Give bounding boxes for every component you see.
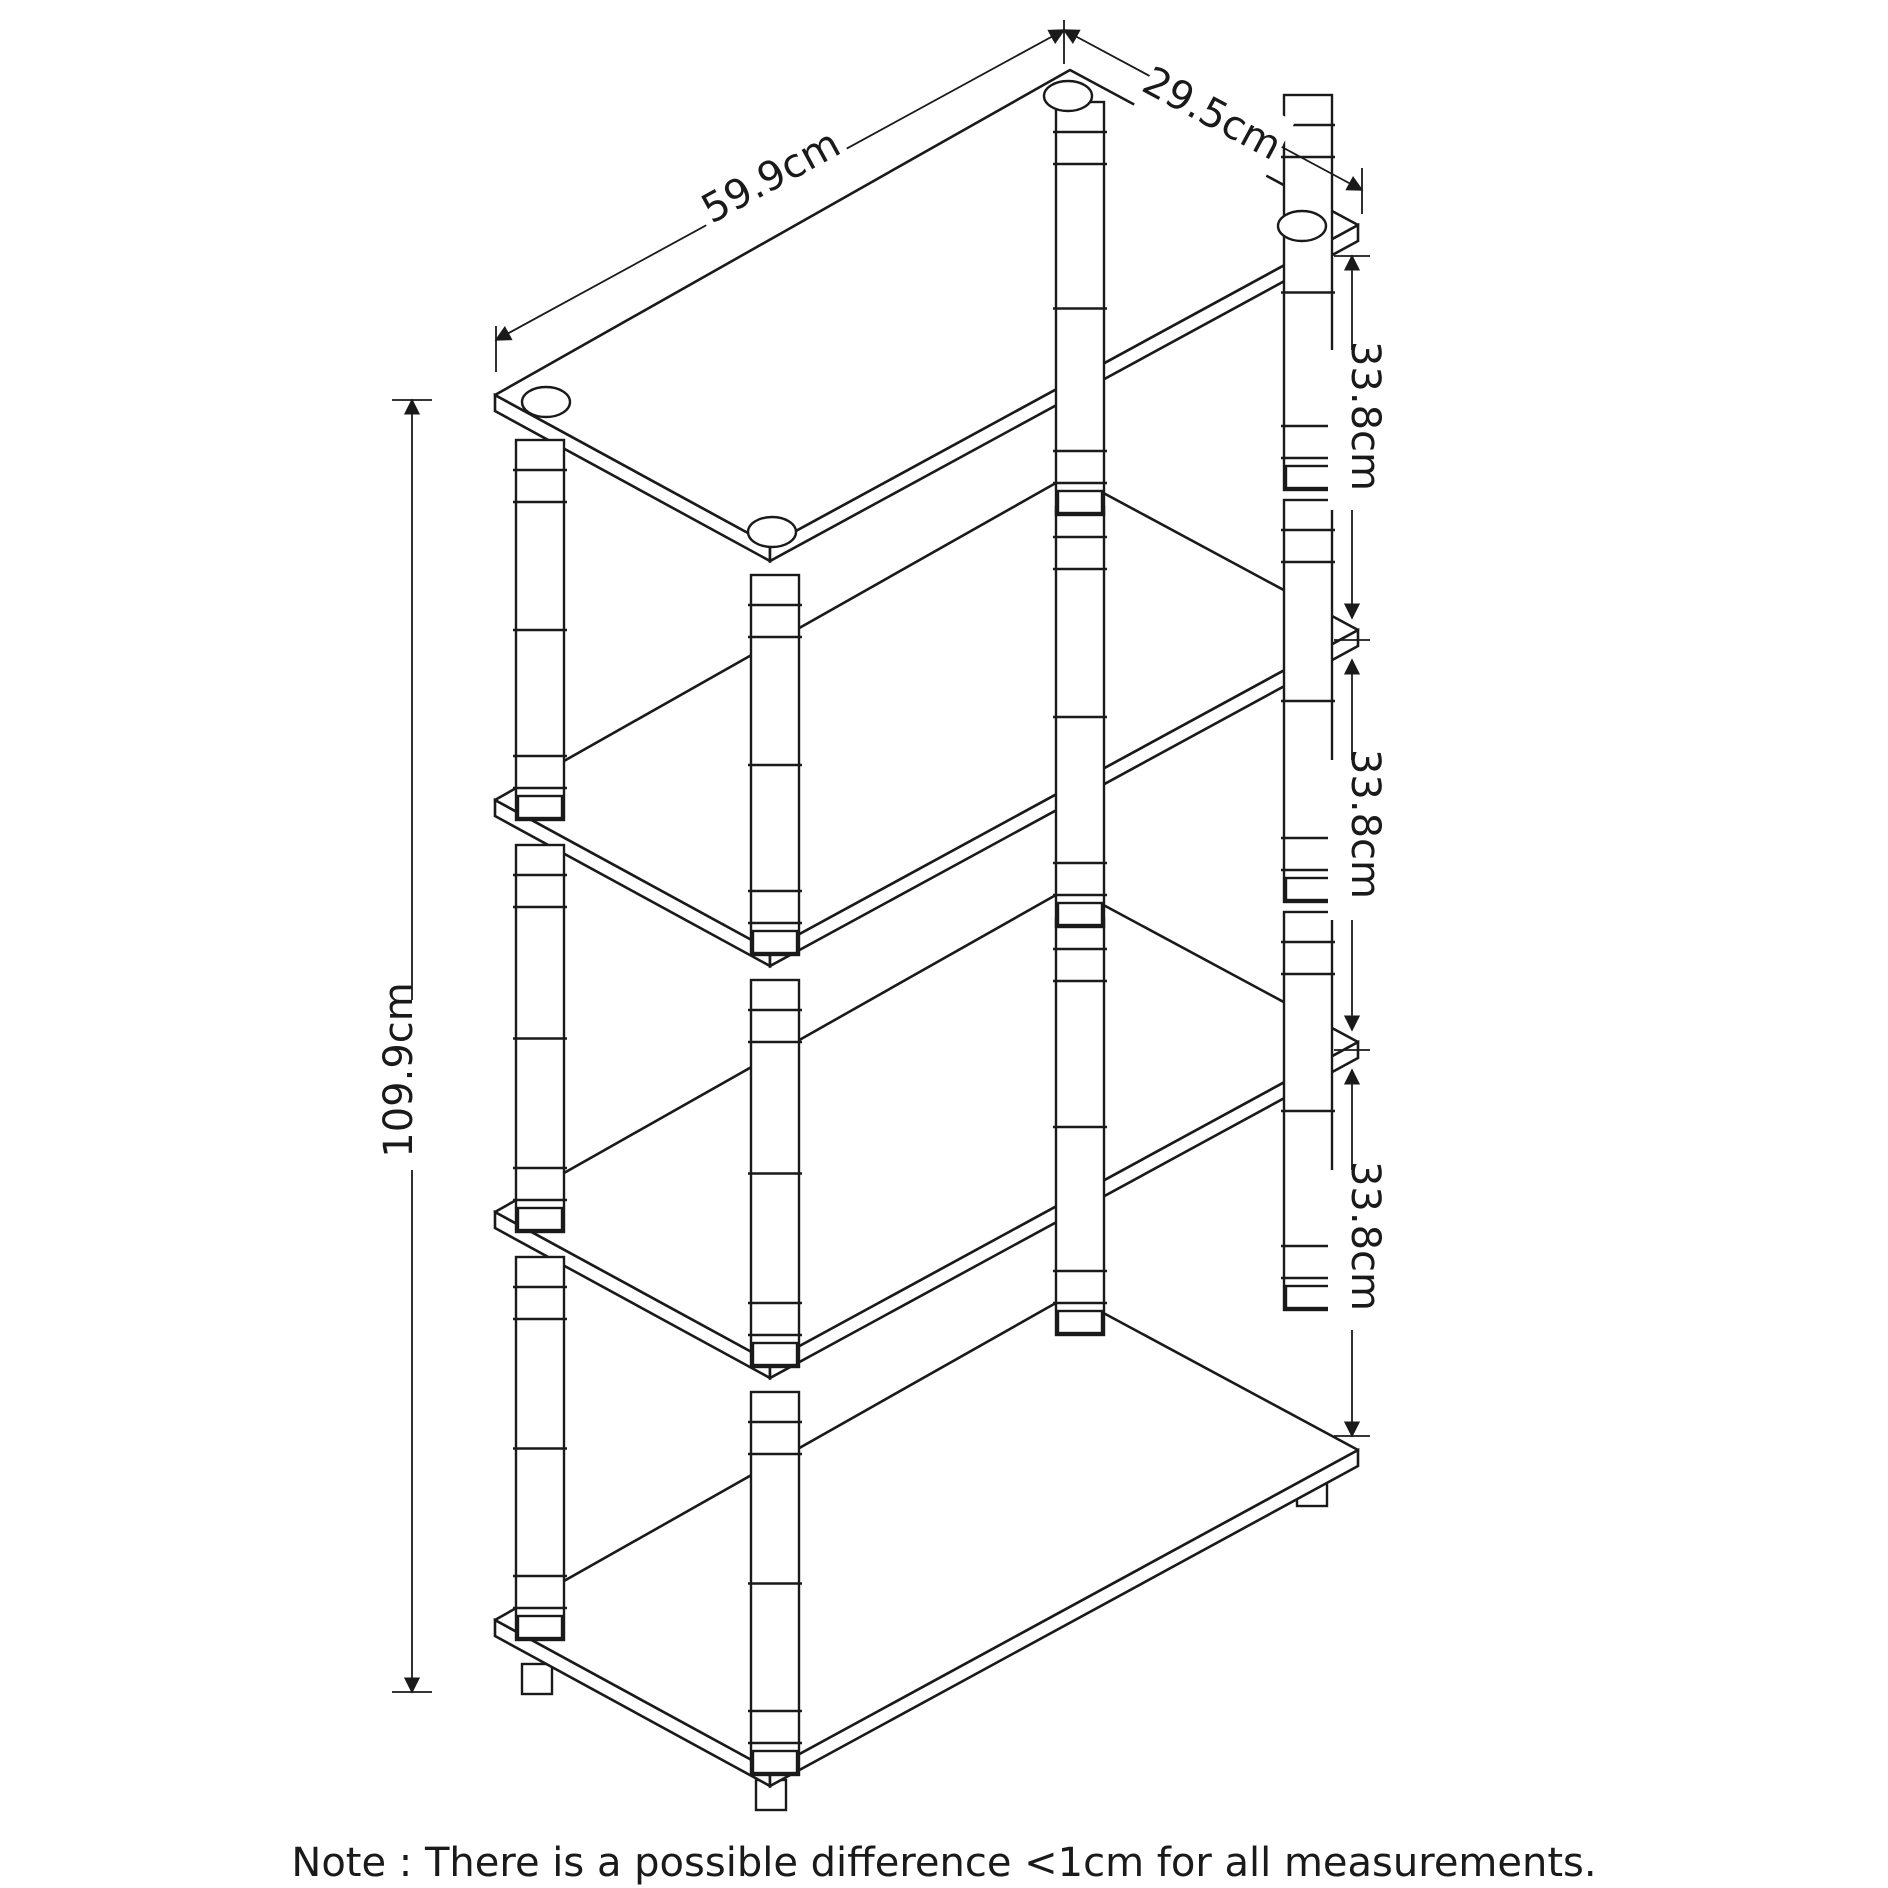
post-back-3-foot	[1056, 1309, 1104, 1335]
shelf-2-top-face	[493, 473, 1360, 952]
cap-left	[520, 385, 572, 419]
post-left-1-foot	[516, 794, 564, 820]
cap-right	[1276, 209, 1328, 243]
post-left-2-foot	[516, 1206, 564, 1232]
post-right-2-foot	[1284, 876, 1332, 902]
post-front-1-foot	[751, 929, 799, 955]
cap-front	[746, 515, 798, 549]
shelf-gap-2-label: 33.8cm	[1342, 749, 1388, 899]
post-front-3-foot	[751, 1749, 799, 1775]
post-left-3-foot	[516, 1614, 564, 1640]
total-height-label: 109.9cm	[376, 982, 422, 1157]
post-front-2-foot	[751, 1341, 799, 1367]
shelf-gap-dimensions: 33.8cm 33.8cm 33.8cm	[1328, 254, 1388, 1438]
shelf-4-top-face	[493, 1293, 1360, 1772]
shelf-3-top-face	[493, 885, 1360, 1364]
post-right-3-foot	[1284, 1284, 1332, 1310]
cap-back	[1042, 79, 1094, 113]
shelf-unit-drawing	[493, 68, 1360, 1812]
shelf-gap-3-label: 33.8cm	[1342, 1161, 1388, 1311]
measurement-note: Note : There is a possible difference <1…	[291, 1840, 1597, 1886]
post-right-1-foot	[1284, 464, 1332, 490]
shelf-gap-1-label: 33.8cm	[1342, 341, 1388, 491]
foot-left	[520, 1662, 554, 1696]
total-height-dimension: 109.9cm	[376, 398, 436, 1694]
post-back-2-foot	[1056, 901, 1104, 927]
post-back-1-foot	[1056, 489, 1104, 515]
